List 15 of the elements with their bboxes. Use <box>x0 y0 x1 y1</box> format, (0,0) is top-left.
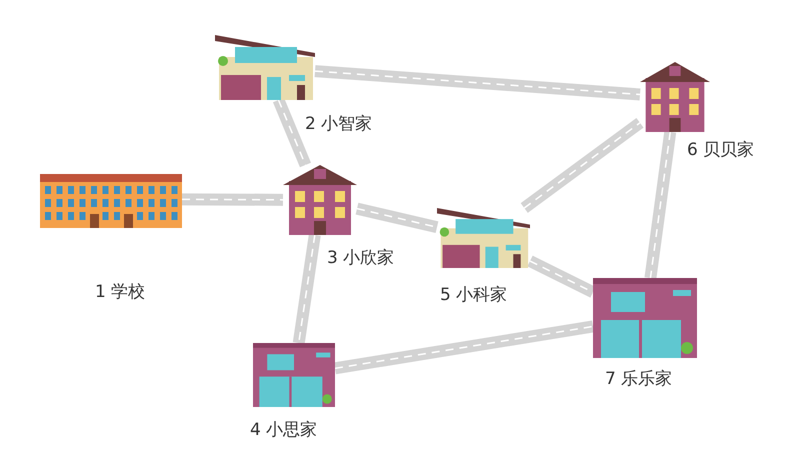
road <box>334 320 594 374</box>
place-label: 5 小科家 <box>440 284 508 306</box>
road <box>182 193 284 206</box>
place-label: 3 小欣家 <box>327 247 394 269</box>
road <box>314 65 640 100</box>
place-label: 2 小智家 <box>305 113 372 135</box>
road <box>292 234 321 344</box>
road <box>644 131 676 279</box>
road <box>272 98 312 168</box>
place-label: 7 乐乐家 <box>605 368 672 390</box>
road <box>356 202 438 234</box>
road <box>520 118 644 213</box>
place-label: 6 贝贝家 <box>687 139 754 161</box>
place-label: 1 学校 <box>95 281 146 303</box>
place-label: 4 小思家 <box>250 419 318 441</box>
